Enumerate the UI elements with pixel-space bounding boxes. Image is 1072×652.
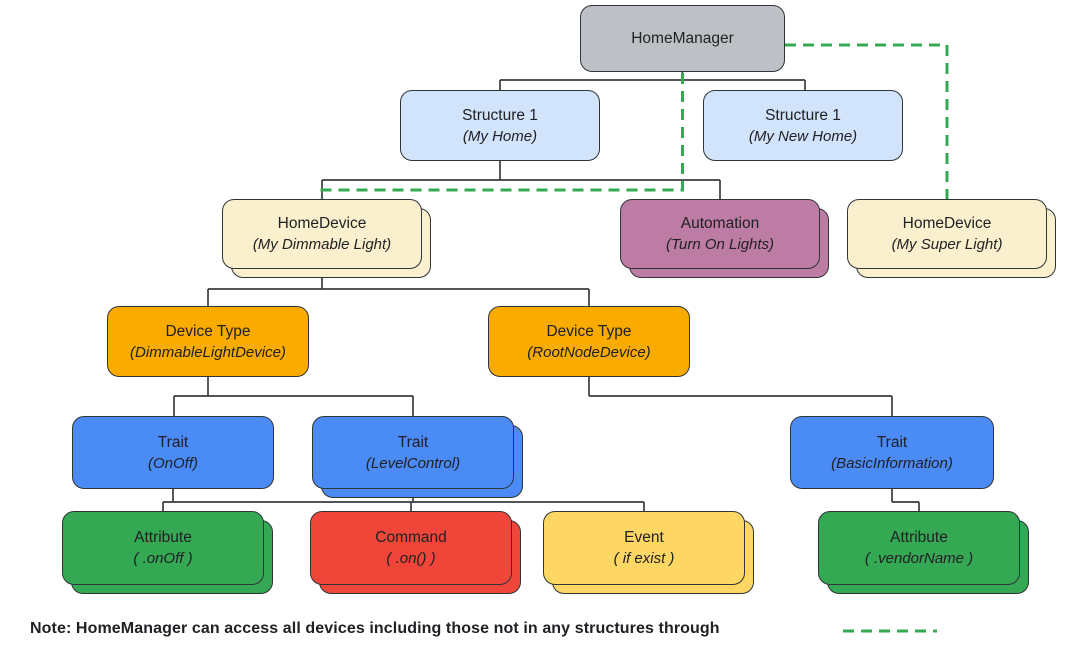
node-card: Device Type (DimmableLightDevice) — [107, 306, 309, 377]
node-home-device-super: HomeDevice (My Super Light) — [847, 199, 1056, 278]
node-title: Device Type — [165, 322, 251, 340]
node-card: HomeDevice (My Super Light) — [847, 199, 1047, 269]
node-title: Trait — [876, 433, 908, 451]
node-trait-basicinformation: Trait (BasicInformation) — [790, 416, 994, 489]
direct-access-dashed-line — [320, 43, 949, 199]
node-subtitle: (My Dimmable Light) — [252, 236, 392, 253]
node-home-device-dimmable: HomeDevice (My Dimmable Light) — [222, 199, 431, 278]
node-subtitle: (BasicInformation) — [831, 454, 953, 472]
note-text: Note: HomeManager can access all devices… — [30, 620, 720, 637]
node-title: Structure 1 — [462, 106, 538, 124]
node-subtitle: (Turn On Lights) — [665, 236, 775, 253]
node-subtitle: (LevelControl) — [365, 454, 461, 472]
node-home-manager: HomeManager — [580, 5, 785, 72]
node-subtitle: (DimmableLightDevice) — [130, 343, 286, 361]
node-device-type-rootnode: Device Type (RootNodeDevice) — [488, 306, 690, 377]
node-title: Event — [624, 529, 664, 546]
node-card: HomeDevice (My Dimmable Light) — [222, 199, 422, 269]
node-trait-levelcontrol: Trait (LevelControl) — [312, 416, 523, 498]
node-subtitle: (My New Home) — [748, 127, 858, 145]
node-command-on: Command ( .on() ) — [310, 511, 521, 594]
node-subtitle: (OnOff) — [147, 454, 198, 472]
node-event-if-exist: Event ( if exist ) — [543, 511, 754, 594]
node-card: Device Type (RootNodeDevice) — [488, 306, 690, 377]
node-card: Structure 1 (My New Home) — [703, 90, 903, 161]
node-trait-onoff: Trait (OnOff) — [72, 416, 274, 489]
node-card: Event ( if exist ) — [543, 511, 745, 585]
node-device-type-dimmable: Device Type (DimmableLightDevice) — [107, 306, 309, 377]
node-title: Attribute — [890, 529, 948, 546]
node-automation-turn-on-lights: Automation (Turn On Lights) — [620, 199, 829, 278]
node-subtitle: (My Super Light) — [891, 236, 1003, 253]
node-card: Trait (OnOff) — [72, 416, 274, 489]
node-attribute-onoff: Attribute ( .onOff ) — [62, 511, 273, 594]
node-title: Device Type — [546, 322, 632, 340]
node-subtitle: ( .vendorName ) — [864, 550, 974, 567]
node-title: Command — [375, 529, 447, 546]
node-card: Trait (LevelControl) — [312, 416, 514, 489]
node-title: Trait — [397, 433, 429, 451]
node-title: HomeDevice — [902, 215, 992, 232]
node-card: Structure 1 (My Home) — [400, 90, 600, 161]
node-title: Attribute — [134, 529, 192, 546]
node-structure-my-new-home: Structure 1 (My New Home) — [703, 90, 903, 161]
node-title: HomeManager — [631, 30, 734, 47]
node-subtitle: (RootNodeDevice) — [527, 343, 651, 361]
node-title: Automation — [680, 215, 760, 232]
node-attribute-vendorname: Attribute ( .vendorName ) — [818, 511, 1029, 594]
node-title: HomeDevice — [277, 215, 367, 232]
node-subtitle: ( .onOff ) — [133, 550, 193, 567]
node-subtitle: ( .on() ) — [386, 550, 436, 567]
node-card: Trait (BasicInformation) — [790, 416, 994, 489]
node-card: Attribute ( .onOff ) — [62, 511, 264, 585]
node-card: Command ( .on() ) — [310, 511, 512, 585]
node-structure-my-home: Structure 1 (My Home) — [400, 90, 600, 161]
node-card: Automation (Turn On Lights) — [620, 199, 820, 269]
node-card: HomeManager — [580, 5, 785, 72]
node-card: Attribute ( .vendorName ) — [818, 511, 1020, 585]
node-subtitle: (My Home) — [462, 127, 538, 145]
node-title: Trait — [157, 433, 189, 451]
node-subtitle: ( if exist ) — [613, 550, 675, 567]
node-title: Structure 1 — [765, 106, 841, 124]
